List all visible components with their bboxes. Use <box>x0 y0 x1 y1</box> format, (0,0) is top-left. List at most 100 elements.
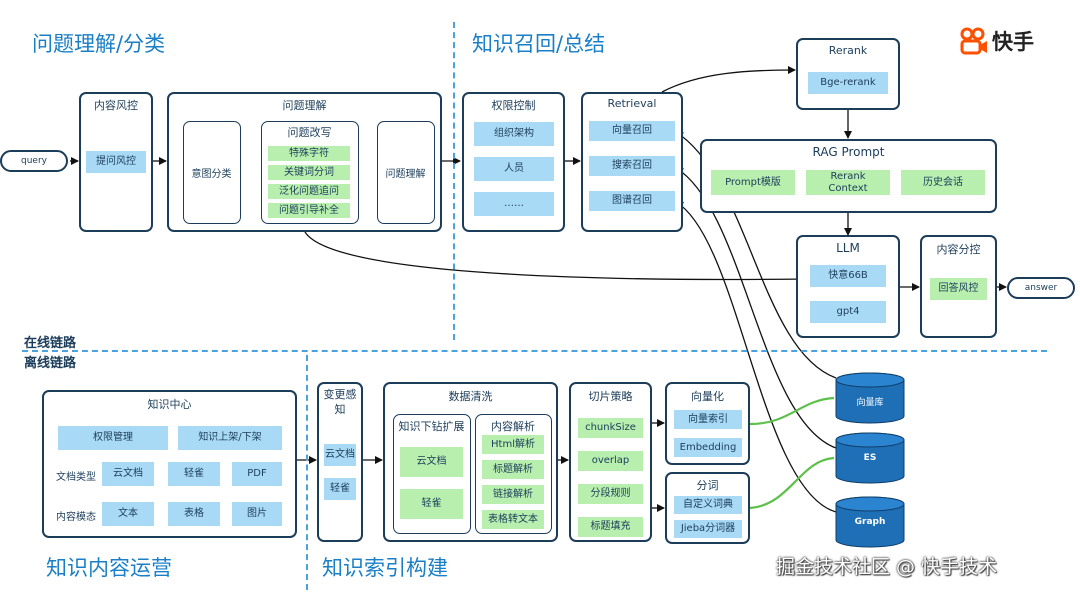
answer-risk-item: 回答风控 <box>930 278 987 300</box>
answer-risk-title: 内容分控 <box>936 243 981 256</box>
data-cleaning-box: 数据清洗 知识下钻扩展 云文档 轻雀 内容解析 Html解析 标题解析 链接解析… <box>383 382 558 542</box>
divider-vertical-top <box>453 22 455 340</box>
llm-item: gpt4 <box>810 301 886 323</box>
graph-label: Graph <box>854 517 886 527</box>
tokenize-box: 分词 自定义词典 Jieba分词器 <box>665 472 750 544</box>
answer-node: answer <box>1007 277 1075 299</box>
graph-store: Graph <box>835 496 905 548</box>
chunking-title: 切片策略 <box>588 390 633 403</box>
modality-item: 表格 <box>168 502 220 526</box>
change-perception-box: 变更感 知 云文档 轻雀 <box>317 382 363 542</box>
llm-box: LLM 快意66B gpt4 <box>796 235 900 338</box>
vectorize-item: Embedding <box>674 438 742 457</box>
parse-item: 标题解析 <box>482 460 544 479</box>
vector-db-cylinder-icon <box>835 372 905 424</box>
rag-prompt-title: RAG Prompt <box>812 145 885 159</box>
rag-prompt-item: Prompt模版 <box>711 170 795 195</box>
rerank-title: Rerank <box>828 44 868 57</box>
parse-item: Html解析 <box>482 435 544 454</box>
chunking-item: 标题填充 <box>578 517 643 537</box>
question-understanding-title: 问题理解 <box>282 99 327 112</box>
section-title-query-understanding: 问题理解/分类 <box>32 32 166 56</box>
question-understanding-box: 问题理解 意图分类 问题改写 特殊字符 关键词分词 泛化问题追问 问题引导补全 … <box>167 92 442 232</box>
tokenize-item: Jieba分词器 <box>674 520 742 538</box>
answer-risk-box: 内容分控 回答风控 <box>920 235 997 338</box>
vectorize-item: 向量索引 <box>674 410 742 429</box>
kuaishou-logo-text: 快手 <box>992 30 1034 54</box>
rag-prompt-box: RAG Prompt Prompt模版 Rerank Context 历史会话 <box>700 139 997 213</box>
retrieval-item-search: 搜索召回 <box>589 156 675 176</box>
retrieval-item-graph: 图谱召回 <box>589 191 675 211</box>
rerank-item: Bge-rerank <box>808 72 888 94</box>
drill-item: 云文档 <box>400 447 463 477</box>
doc-type-label: 文档类型 <box>56 472 96 483</box>
section-title-knowledge-recall: 知识召回/总结 <box>472 32 606 56</box>
retrieval-box: Retrieval 向量召回 搜索召回 图谱召回 <box>581 92 683 232</box>
drill-title: 知识下钻扩展 <box>398 420 465 433</box>
permission-title: 权限控制 <box>491 99 536 112</box>
es-cylinder-icon <box>835 432 905 484</box>
kuaishou-logo-icon <box>960 27 987 55</box>
section-title-index-build: 知识索引构建 <box>322 556 448 580</box>
permission-box: 权限控制 组织架构 人员 …… <box>462 92 565 232</box>
doc-type-item: 云文档 <box>102 462 154 486</box>
es-label: ES <box>863 453 877 463</box>
label-offline: 离线链路 <box>24 356 77 371</box>
intent-label: 意图分类 <box>191 169 232 180</box>
arrow-question-llm <box>304 231 809 284</box>
data-cleaning-title: 数据清洗 <box>448 390 493 403</box>
vectorize-box: 向量化 向量索引 Embedding <box>665 382 750 465</box>
rewrite-item: 问题引导补全 <box>268 203 350 218</box>
change-perception-title: 变更感 知 <box>323 388 357 417</box>
parse-item: 链接解析 <box>482 485 544 504</box>
section-title-content-ops: 知识内容运营 <box>46 556 172 580</box>
rewrite-box: 问题改写 特殊字符 关键词分词 泛化问题追问 问题引导补全 <box>261 121 359 224</box>
rerank-box: Rerank Bge-rerank <box>796 38 900 110</box>
drill-box: 知识下钻扩展 云文档 轻雀 <box>393 414 471 534</box>
rewrite-item: 关键词分词 <box>268 165 350 180</box>
doc-type-item: 轻雀 <box>168 462 220 486</box>
green-vectorize-vectordb <box>749 396 835 426</box>
llm-title: LLM <box>836 241 860 255</box>
query-node: query <box>0 150 68 172</box>
rewrite-item: 泛化问题追问 <box>268 184 350 199</box>
content-risk-title: 内容风控 <box>94 99 138 112</box>
understand-box: 问题理解 <box>377 121 435 224</box>
chunking-item: 分段规则 <box>578 484 643 504</box>
intent-box: 意图分类 <box>183 121 241 224</box>
question-risk-item: 提问风控 <box>86 151 146 173</box>
arrow-graph-graphrecall <box>675 201 837 513</box>
knowledge-center-title: 知识中心 <box>147 398 192 411</box>
understand-label: 问题理解 <box>385 169 426 180</box>
vector-db-label: 向量库 <box>856 398 884 408</box>
knowledge-center-item: 知识上架/下架 <box>178 426 282 450</box>
permission-item: …… <box>474 192 554 216</box>
knowledge-center-box: 知识中心 权限管理 知识上架/下架 文档类型 云文档 轻雀 PDF 内容模态 文… <box>42 390 297 538</box>
rag-prompt-item: Rerank Context <box>806 170 890 195</box>
content-risk-box: 内容风控 提问风控 <box>79 92 153 232</box>
vectorize-title: 向量化 <box>691 390 724 403</box>
content-modality-label: 内容模态 <box>56 512 96 523</box>
vector-db-store: 向量库 <box>835 372 905 424</box>
rag-prompt-item: 历史会话 <box>901 170 985 195</box>
chunking-item: overlap <box>578 451 643 471</box>
retrieval-item-vector: 向量召回 <box>589 121 675 141</box>
tokenize-item: 自定义词典 <box>674 496 742 514</box>
parse-box: 内容解析 Html解析 标题解析 链接解析 表格转文本 <box>475 414 552 534</box>
graph-cylinder-icon <box>835 496 905 548</box>
parse-title: 内容解析 <box>491 420 535 433</box>
drill-item: 轻雀 <box>400 489 463 519</box>
change-perception-item: 云文档 <box>324 444 356 466</box>
divider-vertical-bottom <box>306 355 308 590</box>
label-online: 在线链路 <box>24 336 77 351</box>
parse-item: 表格转文本 <box>482 510 544 529</box>
doc-type-item: PDF <box>232 462 282 486</box>
divider-online-offline <box>22 350 1047 352</box>
permission-item: 人员 <box>474 157 554 181</box>
modality-item: 图片 <box>232 502 282 526</box>
modality-item: 文本 <box>102 502 154 526</box>
es-store: ES <box>835 432 905 484</box>
llm-item: 快意66B <box>810 265 886 287</box>
chunking-box: 切片策略 chunkSize overlap 分段规则 标题填充 <box>569 382 652 542</box>
